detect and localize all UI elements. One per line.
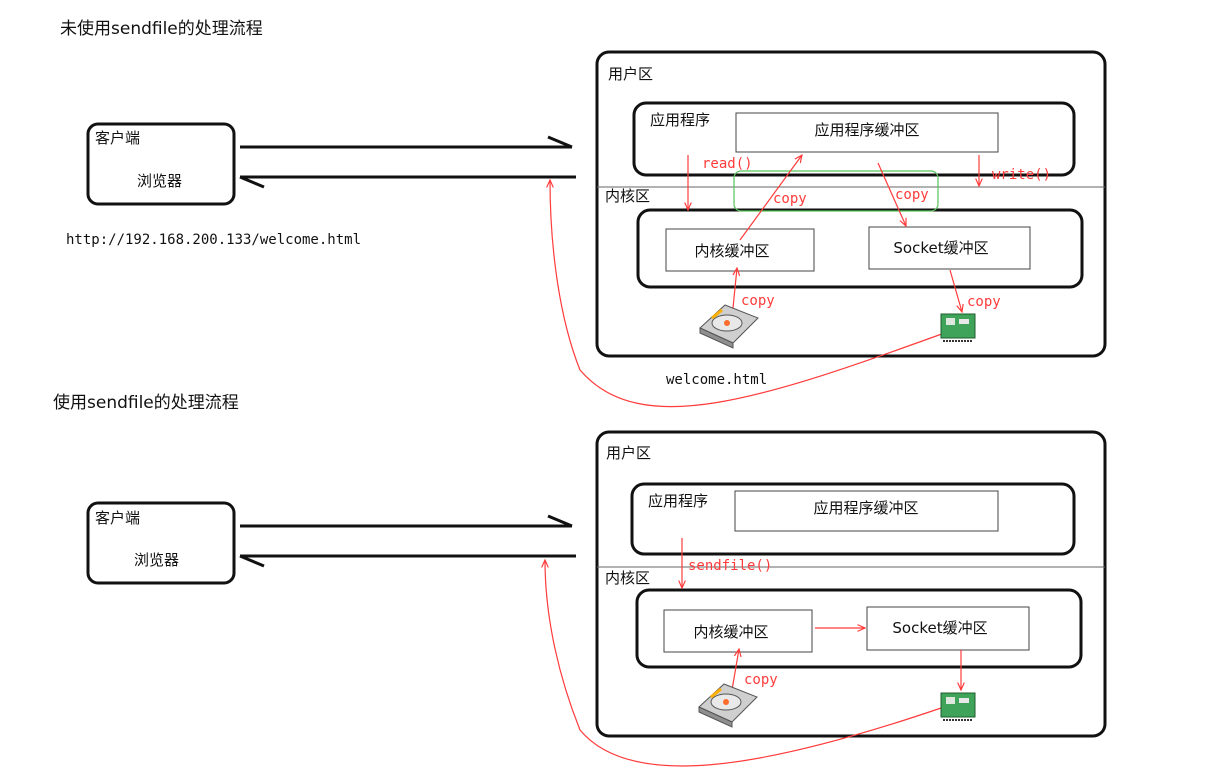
top-server-box xyxy=(595,50,1107,358)
top-title: 未使用sendfile的处理流程 xyxy=(60,18,263,39)
bottom-response-arrow xyxy=(239,554,576,568)
bottom-socket-buffer-box xyxy=(866,606,1030,651)
top-browser-label: 浏览器 xyxy=(137,172,182,190)
bottom-kernel-buffer-label: 内核缓冲区 xyxy=(693,623,768,641)
top-app-label: 应用程序 xyxy=(650,111,710,129)
top-client-box xyxy=(86,122,236,206)
bottom-copy-disk-arrow xyxy=(731,649,739,691)
bottom-client-label: 客户端 xyxy=(95,509,140,527)
top-copy-highlight xyxy=(733,170,939,212)
bottom-browser-label: 浏览器 xyxy=(134,551,179,569)
top-kernel-buffer-box xyxy=(665,228,815,272)
top-response-arrow xyxy=(239,175,576,189)
top-return-curve xyxy=(550,180,951,408)
bottom-socket-buffer-label: Socket缓冲区 xyxy=(892,619,987,637)
bottom-client-box xyxy=(86,501,236,585)
bottom-user-space-label: 用户区 xyxy=(606,444,651,462)
top-url: http://192.168.200.133/welcome.html xyxy=(66,232,361,248)
top-hard-disk-icon xyxy=(699,304,759,349)
top-client-label: 客户端 xyxy=(95,129,140,147)
top-kernel-space-label: 内核区 xyxy=(605,187,650,205)
bottom-title: 使用sendfile的处理流程 xyxy=(53,392,239,413)
top-copy-nic-arrow xyxy=(949,269,962,312)
bottom-app-buffer-box xyxy=(734,490,999,532)
bottom-network-card-icon xyxy=(940,692,976,721)
top-copy-down-arrow xyxy=(877,162,906,226)
top-copy-disk-arrow xyxy=(733,268,737,309)
top-user-space-label: 用户区 xyxy=(608,65,653,83)
top-write-label: write() xyxy=(992,167,1051,183)
bottom-return-curve xyxy=(545,560,945,767)
top-request-arrow xyxy=(240,135,573,149)
top-copy-disk-label: copy xyxy=(741,293,775,309)
bottom-request-arrow xyxy=(240,514,573,528)
bottom-hard-disk-icon xyxy=(698,683,758,728)
top-copy-up-arrow xyxy=(739,155,802,241)
bottom-kernel-space-label: 内核区 xyxy=(605,569,650,587)
top-app-buffer-box xyxy=(735,112,999,153)
top-read-label: read() xyxy=(702,156,753,172)
top-socket-buffer-label: Socket缓冲区 xyxy=(893,239,988,257)
bottom-app-box xyxy=(630,482,1076,556)
top-file-name: welcome.html xyxy=(666,372,767,388)
top-copy-nic-label: copy xyxy=(967,294,1001,310)
top-app-buffer-label: 应用程序缓冲区 xyxy=(814,121,919,139)
top-socket-buffer-box xyxy=(868,226,1031,270)
top-copy-up-label: copy xyxy=(773,191,807,207)
bottom-kernel-box xyxy=(635,588,1083,669)
bottom-app-buffer-label: 应用程序缓冲区 xyxy=(813,499,918,517)
top-app-box xyxy=(632,101,1076,177)
bottom-app-label: 应用程序 xyxy=(648,492,708,510)
top-kernel-buffer-label: 内核缓冲区 xyxy=(694,242,769,260)
bottom-copy-disk-label: copy xyxy=(744,672,778,688)
bottom-server-box xyxy=(595,430,1107,738)
top-kernel-box xyxy=(636,208,1084,289)
top-network-card-icon xyxy=(940,313,976,342)
top-copy-down-label: copy xyxy=(895,187,929,203)
bottom-sendfile-label: sendfile() xyxy=(688,558,772,574)
